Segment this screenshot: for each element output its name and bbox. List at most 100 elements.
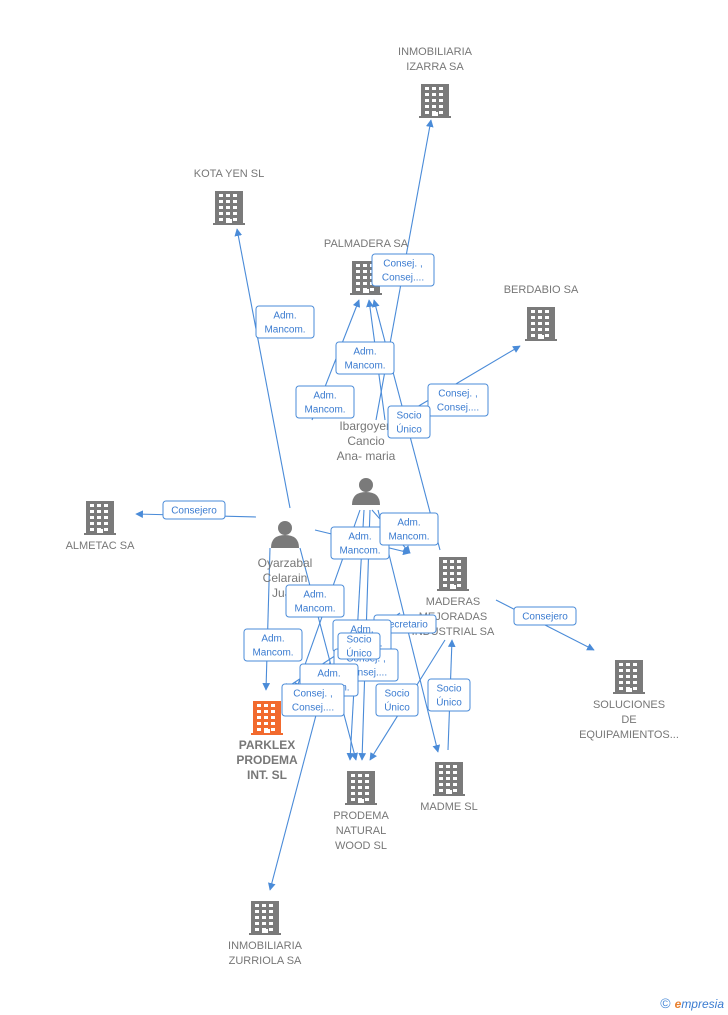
relation-text: Socio [384, 689, 409, 700]
relations-layer: Consej. , Consej.... Adm. Mancom. Adm. Mancom… [162, 253, 577, 717]
relation-label[interactable]: Adm. Mancom. [379, 512, 439, 546]
relation-text: Adm. [348, 532, 371, 543]
company-node[interactable]: SOLUCIONES DE EQUIPAMIENTOS... [579, 660, 679, 741]
relation-text: Consej.... [437, 403, 479, 414]
building-icon [437, 557, 469, 591]
node-label: Ana- maria [337, 449, 396, 463]
relation-text: Adm. [313, 391, 336, 402]
person-icon [352, 478, 380, 505]
relation-label[interactable]: Consej. , Consej.... [281, 683, 345, 717]
node-label: PRODEMA [333, 810, 389, 822]
relation-text: Consej. , [383, 259, 422, 270]
building-icon [419, 84, 451, 118]
company-node[interactable]: INMOBILIARIA IZARRA SA [398, 46, 473, 118]
building-icon [525, 307, 557, 341]
node-label: SOLUCIONES [593, 699, 665, 711]
relation-text: Consej.... [292, 703, 334, 714]
company-node[interactable]: BERDABIO SA [504, 284, 579, 341]
relation-label[interactable]: Adm. Mancom. [295, 385, 355, 419]
node-label: MADME SL [420, 801, 477, 813]
relation-label[interactable]: Consejero [513, 606, 577, 626]
node-label: DE [621, 714, 636, 726]
company-node[interactable]: KOTA YEN SL [194, 168, 265, 225]
building-icon [433, 762, 465, 796]
relation-text: Adm. [273, 311, 296, 322]
relation-text: Único [436, 696, 462, 709]
building-icon [249, 901, 281, 935]
company-node[interactable]: MADME SL [420, 762, 478, 813]
relation-text: Socio [436, 684, 461, 695]
relation-text: Mancom. [388, 532, 429, 543]
node-label: IZARRA SA [406, 61, 464, 73]
relation-text: Mancom. [344, 361, 385, 372]
relation-text: Socio [346, 635, 371, 646]
relation-text: Mancom. [252, 648, 293, 659]
footer-brand: ©empresia [660, 995, 724, 1011]
relation-text: Secretario [382, 620, 428, 631]
relation-label[interactable]: Adm. Mancom. [335, 341, 395, 375]
relation-text: Consej. , [438, 389, 477, 400]
relation-text: Único [346, 647, 372, 660]
node-label: ZURRIOLA SA [229, 955, 302, 967]
relation-label[interactable]: Adm. Mancom. [285, 584, 345, 618]
relation-label[interactable]: Adm. Mancom. [243, 628, 303, 662]
brand-initial: e [674, 997, 682, 1011]
relation-text: Consej.... [382, 273, 424, 284]
company-node[interactable]: INMOBILIARIA ZURRIOLA SA [228, 901, 303, 967]
relation-label[interactable]: Adm. Mancom. [255, 305, 315, 339]
relation-text: Consej. , [293, 689, 332, 700]
relation-text: Adm. [397, 518, 420, 529]
relation-text: Adm. [353, 347, 376, 358]
relation-label[interactable]: Consej. , Consej.... [427, 383, 489, 417]
relation-text: Consej.... [345, 668, 387, 679]
relation-text: Único [384, 701, 410, 714]
relation-text: Socio [396, 411, 421, 422]
node-label: PRODEMA [236, 753, 298, 767]
copyright-icon: © [660, 995, 671, 1011]
building-icon [84, 501, 116, 535]
relation-text: Adm. [350, 625, 373, 636]
node-label: Ibargoyen [339, 419, 392, 433]
relation-text: Mancom. [339, 546, 380, 557]
node-label: Cancio [347, 434, 385, 448]
building-icon [613, 660, 645, 694]
node-label: NATURAL [336, 825, 387, 837]
node-label: Oyarzabal [258, 556, 313, 570]
node-label: INMOBILIARIA [228, 940, 303, 952]
relation-text: Mancom. [304, 405, 345, 416]
brand-logo: empresia [675, 997, 724, 1011]
node-label: Celarain [263, 571, 308, 585]
relation-text: Único [396, 423, 422, 436]
relation-text: Adm. [261, 634, 284, 645]
node-label: PARKLEX [239, 738, 295, 752]
node-label: ALMETAC SA [66, 540, 136, 552]
relation-text: Adm. [303, 590, 326, 601]
node-label: KOTA YEN SL [194, 168, 265, 180]
node-label: WOOD SL [335, 840, 387, 852]
building-icon [251, 701, 283, 735]
brand-name: mpresia [681, 997, 724, 1011]
building-icon [213, 191, 245, 225]
company-node[interactable]: ALMETAC SA [66, 501, 136, 552]
relation-edge [234, 228, 291, 509]
node-label: INT. SL [247, 768, 287, 782]
node-label: MADERAS [426, 596, 480, 608]
relation-text: Mancom. [294, 604, 335, 615]
relation-edge [262, 547, 271, 691]
relation-text: Mancom. [264, 325, 305, 336]
relation-label[interactable]: Consejero [162, 500, 226, 520]
relation-label[interactable]: Consej. , Consej.... [371, 253, 435, 287]
node-label: INMOBILIARIA [398, 46, 473, 58]
company-node[interactable]: PRODEMA NATURAL WOOD SL [333, 771, 389, 852]
relation-edge [299, 547, 358, 761]
node-label: EQUIPAMIENTOS... [579, 729, 679, 741]
